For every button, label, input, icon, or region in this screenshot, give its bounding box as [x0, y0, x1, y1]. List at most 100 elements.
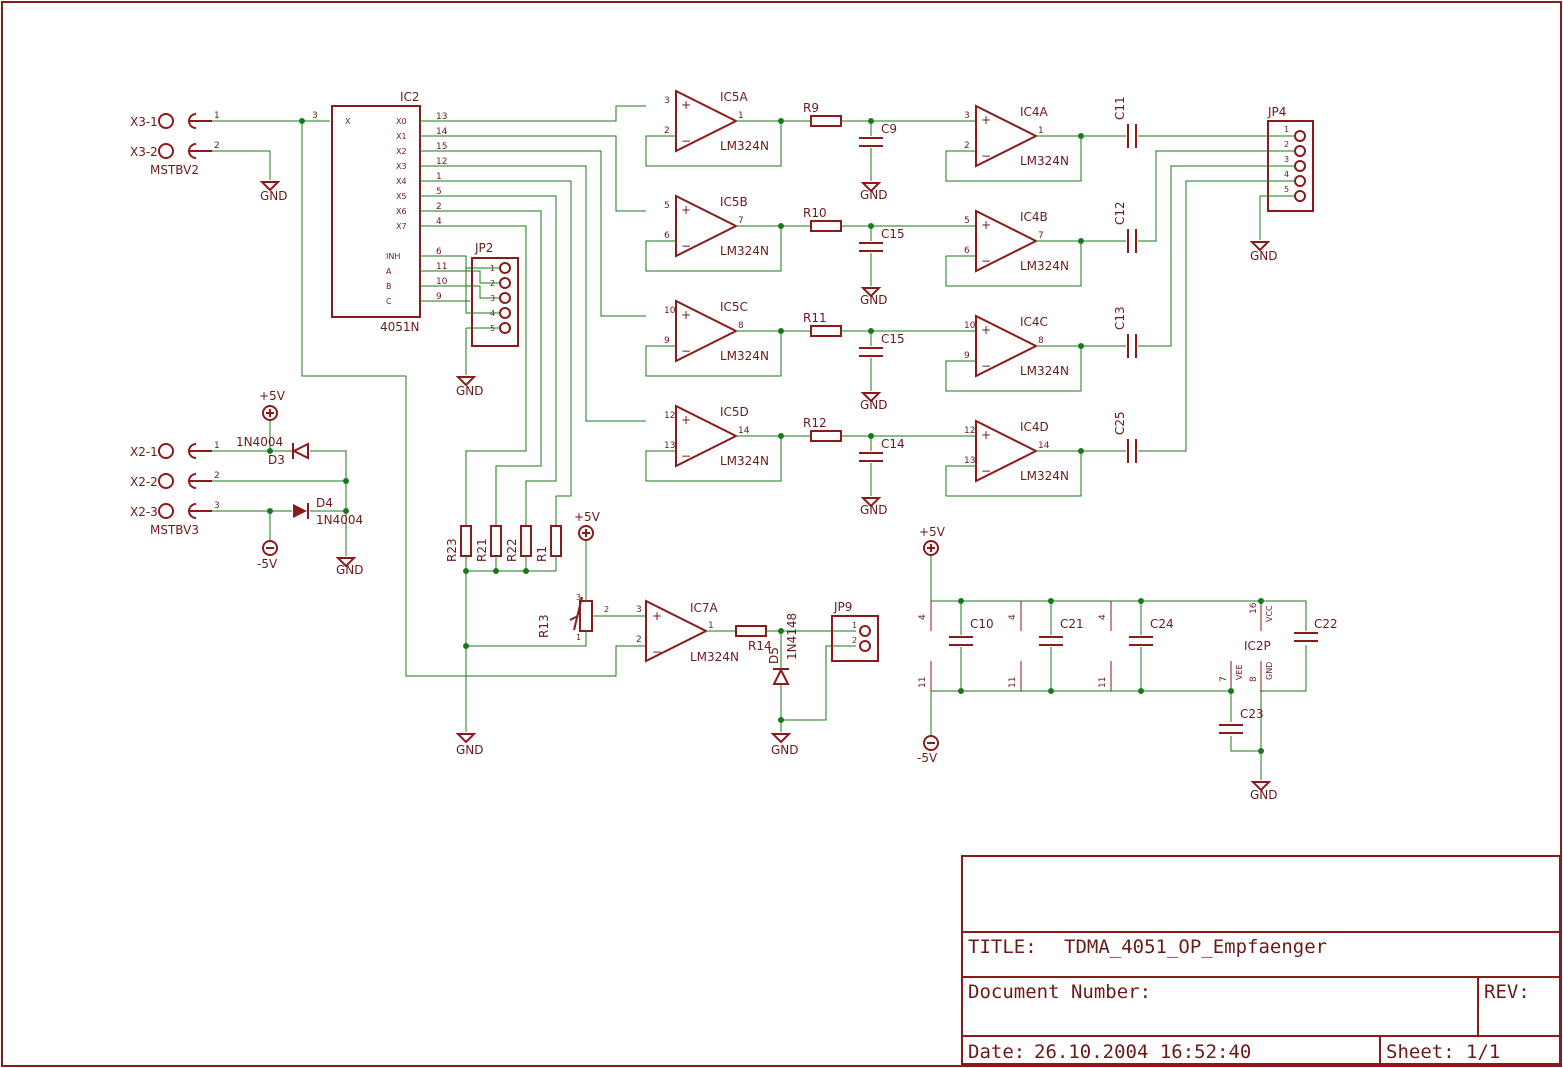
x3-part-label: MSTBV2: [150, 163, 199, 177]
opamp-supply-pins: 411: [1098, 601, 1112, 691]
mux-pin-label: X4: [396, 177, 407, 186]
mux-pin-number: 2: [436, 202, 442, 212]
svg-text:GND: GND: [456, 743, 484, 757]
resistor-pulldown: R1: [535, 525, 562, 562]
header-jp4: JP4 1 2 3 4 5: [1267, 105, 1314, 212]
diode-d5: D5 1N4148: [767, 613, 799, 685]
ic2-power: IC2P VCC VEE GND 16 7 8: [1219, 601, 1274, 691]
header-jp9: JP9 1 2: [831, 600, 879, 662]
svg-text:GND: GND: [1250, 249, 1278, 263]
mux-pin-label: X1: [396, 132, 407, 141]
svg-text:+: +: [981, 323, 991, 337]
mux-pin-number: 15: [436, 142, 447, 152]
svg-text:−: −: [981, 464, 991, 478]
mux-pin-label: INH: [386, 252, 400, 261]
title-block: TITLE: TDMA_4051_OP_Empfaenger Document …: [961, 855, 1561, 1065]
svg-text:10: 10: [664, 306, 676, 316]
x3-1-label: X3-1: [130, 115, 158, 129]
mux-pin-number: 5: [436, 187, 442, 197]
opamp-part: LM324N: [720, 349, 769, 363]
x3-2-label: X3-2: [130, 145, 158, 159]
mux-pin-label: X6: [396, 207, 407, 216]
svg-text:GND: GND: [456, 384, 484, 398]
svg-text:+5V: +5V: [919, 525, 946, 539]
capacitor-decoupling: C24: [1129, 598, 1174, 694]
svg-text:5: 5: [1284, 185, 1289, 194]
gnd-symbol: GND: [770, 733, 799, 757]
resistor-pulldown: R21: [475, 525, 502, 562]
title-value: TDMA_4051_OP_Empfaenger: [1064, 936, 1327, 958]
svg-text:−: −: [681, 134, 691, 148]
svg-text:1: 1: [852, 621, 857, 630]
capacitor-decoupling: C10: [949, 598, 994, 694]
svg-text:5: 5: [964, 216, 970, 226]
diode-d4: D4 1N4004: [293, 496, 363, 527]
capacitor-coupling: C11: [1113, 96, 1137, 148]
svg-text:D5: D5: [767, 647, 781, 664]
mux-pin-number: 12: [436, 157, 447, 167]
svg-text:IC2P: IC2P: [1244, 639, 1271, 653]
svg-text:−: −: [681, 344, 691, 358]
svg-text:X2-2: X2-2: [130, 475, 158, 489]
connector-x3: X3-1 X3-2 MSTBV2 1 2: [130, 111, 220, 177]
svg-text:+: +: [981, 113, 991, 127]
svg-text:2: 2: [636, 635, 642, 645]
capacitor-label: C24: [1150, 617, 1174, 631]
opamp-name: IC4D: [1020, 420, 1049, 434]
svg-text:GND: GND: [336, 563, 364, 577]
svg-text:14: 14: [1038, 441, 1050, 451]
svg-text:1: 1: [576, 633, 581, 642]
opamp-name: IC4B: [1020, 210, 1048, 224]
svg-text:GND: GND: [860, 398, 888, 412]
opamp-part: LM324N: [720, 244, 769, 258]
capacitor-shunt: C9: [859, 122, 897, 147]
resistor-label: R23: [445, 538, 459, 562]
svg-text:VEE: VEE: [1235, 664, 1244, 680]
svg-text:IC7A: IC7A: [690, 601, 719, 615]
capacitor-c23: C23: [1219, 707, 1264, 734]
svg-text:8: 8: [1038, 336, 1044, 346]
mux-pin-number: 1: [436, 172, 442, 182]
svg-text:9: 9: [964, 351, 970, 361]
svg-text:LM324N: LM324N: [690, 650, 739, 664]
opamp-part: LM324N: [1020, 469, 1069, 483]
svg-text:1: 1: [1038, 126, 1044, 136]
opamp-stage: +−IC5DLM324N121314R12C14GND+−IC4DLM324N1…: [645, 404, 1145, 517]
capacitor-label: C10: [970, 617, 994, 631]
opamp-stage: +−IC5BLM324N567R10C15GND+−IC4BLM324N567C…: [645, 194, 1145, 307]
capacitor-label: C21: [1060, 617, 1084, 631]
capacitor-label: C22: [1314, 617, 1338, 631]
svg-text:16: 16: [1249, 602, 1259, 614]
svg-text:11: 11: [1008, 677, 1018, 688]
svg-text:GND: GND: [860, 293, 888, 307]
diode-d3: D3 1N4004: [236, 435, 309, 467]
opamp-part: LM324N: [720, 454, 769, 468]
svg-text:GND: GND: [771, 743, 799, 757]
svg-text:GND: GND: [860, 503, 888, 517]
svg-text:−: −: [681, 449, 691, 463]
svg-text:IC2: IC2: [400, 90, 420, 104]
mux-pin-label: A: [386, 267, 392, 276]
resistor-series: R9: [803, 101, 842, 127]
svg-text:GND: GND: [260, 189, 288, 203]
svg-text:3: 3: [312, 111, 318, 121]
svg-text:+: +: [681, 413, 691, 427]
svg-text:GND: GND: [860, 188, 888, 202]
capacitor-coupling: C13: [1113, 306, 1137, 358]
svg-text:8: 8: [738, 321, 744, 331]
supply-plus5v: +5V: [574, 510, 601, 541]
svg-text:3: 3: [1284, 155, 1289, 164]
svg-text:1N4004: 1N4004: [236, 435, 283, 449]
svg-text:4: 4: [918, 614, 928, 620]
capacitor-label: C15: [881, 332, 905, 346]
mux-pin-label: B: [386, 282, 392, 291]
svg-text:2: 2: [604, 605, 609, 614]
mux-pin-label: X7: [396, 222, 407, 231]
capacitor-label: C14: [881, 437, 905, 451]
resistor-pulldown: R22: [505, 525, 532, 562]
supply-minus5v: -5V: [917, 735, 939, 765]
potentiometer-r13: R13 3 1 2: [537, 593, 609, 642]
sheet-value: 1/1: [1466, 1041, 1500, 1063]
opamp-ic7a: + − IC7A LM324N 3 2 1: [636, 599, 739, 664]
